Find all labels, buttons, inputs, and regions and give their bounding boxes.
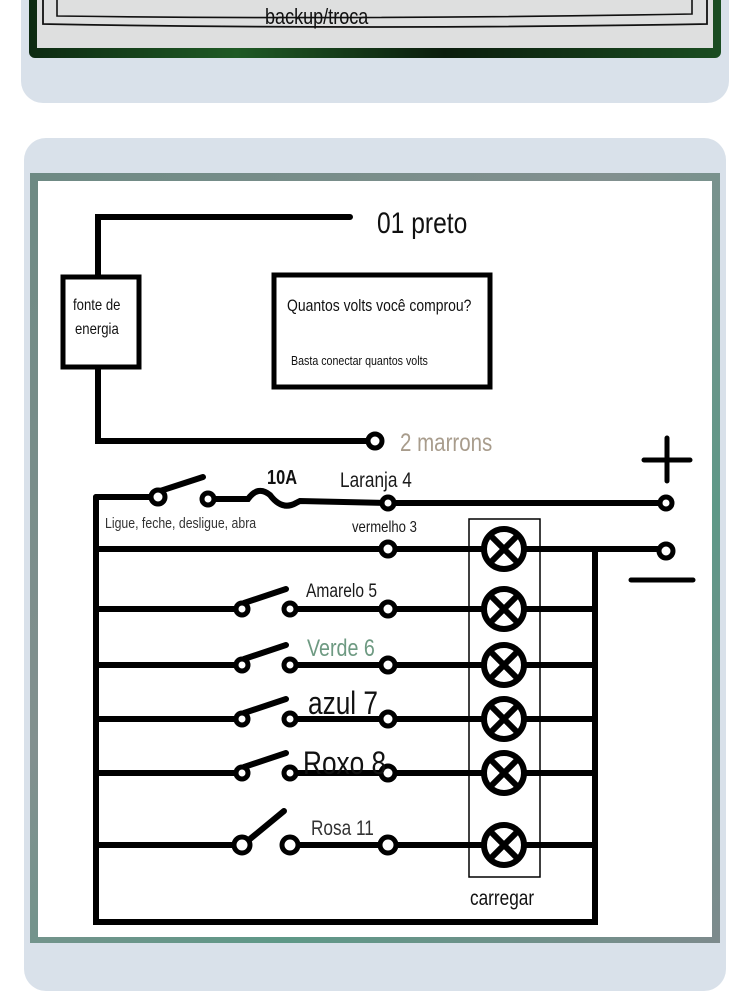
lamp-group-box [468,518,541,878]
lamp-icon [481,696,527,742]
branch-switch-right [281,710,299,728]
lamp-icon [481,750,527,796]
positive-terminal [657,494,675,512]
branch-terminal [378,763,398,783]
previous-diagram-lines [42,0,708,28]
branch-switch-left [233,764,251,782]
wire-label: azul 7 [308,685,379,721]
branch-terminal [378,599,398,619]
branch-switch-right [281,764,299,782]
wire-label: Verde 6 [307,635,375,662]
wire-label: Roxo 8 [303,745,387,781]
branch-switch-left [233,600,251,618]
lamp-icon [481,526,527,572]
negative-terminal [656,541,676,561]
wire-label: Laranja 4 [340,469,412,492]
branch-switch-left [233,656,251,674]
black-wire [95,214,353,280]
power-source-label-2: energia [75,321,119,338]
branch-switch-right [279,834,301,856]
backup-caption: backup/troca [265,4,369,29]
brown-wire [95,362,371,444]
plus-icon [641,435,693,484]
power-source-label-1: fonte de [73,297,121,314]
previous-diagram-photo: backup/troca [29,0,721,58]
lamp-icon [481,822,527,868]
branch-switch-right [281,656,299,674]
wire-label: vermelho 3 [352,519,417,536]
question-title: Quantos volts você comprou? [287,296,472,315]
branch-terminal [377,834,399,856]
black-wire-label: 01 preto [377,207,468,240]
question-subtitle: Basta conectar quantos volts [291,353,428,368]
lamp-icon [481,642,527,688]
wiring-diagram-photo: 01 preto fonte de energia Quantos volts … [30,173,720,943]
branch-switch-left [231,834,253,856]
fuse-label: 10A [267,467,298,489]
branch-terminal [378,709,398,729]
wire-label: Amarelo 5 [306,581,378,602]
power-source-box [60,274,142,370]
brown-terminal [365,431,385,451]
branch-terminal [378,655,398,675]
lamp-group-label: carregar [470,887,535,910]
branch-switch-right [281,600,299,618]
wire-label: Rosa 11 [311,817,374,840]
main-switch-right [199,490,217,508]
brown-wire-label: 2 marrons [400,429,493,457]
diagram-paper: 01 preto fonte de energia Quantos volts … [38,181,712,937]
question-box [271,272,493,390]
branch-switch-left [233,710,251,728]
main-switch-left [148,487,168,507]
main-switch-label: Ligue, feche, desligue, abra [105,515,257,532]
lamp-icon [481,586,527,632]
wiring-diagram [60,214,696,925]
